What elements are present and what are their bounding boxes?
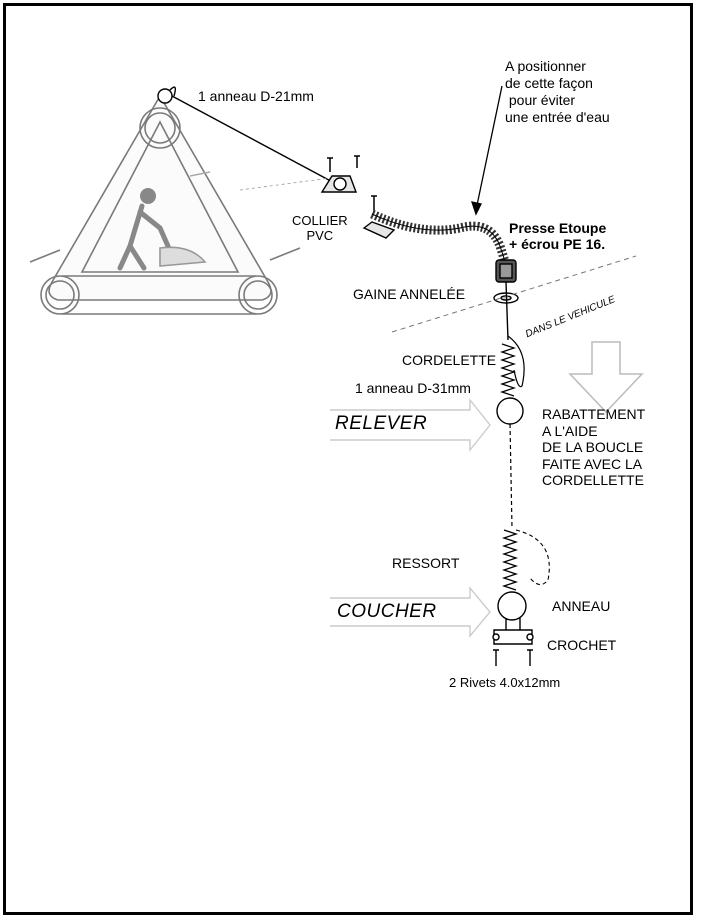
label-presse-etoupe: Presse Etoupe + écrou PE 16. bbox=[509, 220, 607, 252]
dashed-connector bbox=[509, 423, 513, 529]
rivet-icons bbox=[493, 649, 533, 666]
label-rabattement: RABATTEMENT A L'AIDE DE LA BOUCLE FAITE … bbox=[542, 406, 645, 489]
cord-loop bbox=[507, 335, 525, 388]
screw-icons bbox=[327, 155, 377, 212]
corrugated-sheath bbox=[370, 209, 510, 264]
pvc-collar-icon bbox=[320, 175, 396, 239]
label-ressort: RESSORT bbox=[392, 555, 460, 571]
upper-spring-icon bbox=[499, 343, 517, 397]
collier-line: COLLIER bbox=[292, 213, 348, 228]
label-ring-d21: 1 anneau D-21mm bbox=[198, 88, 314, 104]
lower-ring-hook-icon bbox=[492, 591, 534, 645]
label-crochet: CROCHET bbox=[547, 637, 617, 653]
rabattement-line: RABATTEMENT bbox=[542, 406, 646, 422]
positioning-note: A positionner de cette façon pour éviter… bbox=[505, 58, 610, 126]
rabattement-line: DE LA BOUCLE bbox=[542, 439, 644, 455]
label-rivets: 2 Rivets 4.0x12mm bbox=[449, 675, 561, 690]
label-cordelette: CORDELETTE bbox=[402, 352, 497, 368]
ring-d31-icon bbox=[496, 397, 524, 425]
lower-spring-icon bbox=[501, 529, 519, 591]
note-line: A positionner bbox=[505, 58, 586, 74]
rabattement-line: CORDELLETTE bbox=[542, 472, 644, 488]
presse-line: + écrou PE 16. bbox=[509, 235, 606, 252]
label-ring-d31: 1 anneau D-31mm bbox=[355, 380, 471, 396]
rabattement-line: FAITE AVEC LA bbox=[542, 455, 643, 472]
note-line: pour éviter bbox=[505, 92, 576, 108]
relever-arrow bbox=[330, 398, 491, 452]
coucher-arrow bbox=[330, 586, 491, 638]
rabattement-line: A L'AIDE bbox=[542, 422, 598, 439]
note-line: une entrée d'eau bbox=[505, 109, 610, 125]
label-relever: RELEVER bbox=[335, 413, 428, 434]
cable-line bbox=[171, 95, 341, 187]
label-collier: COLLIER PVC bbox=[292, 213, 348, 243]
note-arrow bbox=[471, 85, 503, 216]
collier-line: PVC bbox=[306, 227, 334, 243]
page-frame bbox=[3, 3, 693, 915]
presse-line: Presse Etoupe bbox=[509, 220, 607, 236]
label-anneau: ANNEAU bbox=[552, 598, 611, 614]
down-arrow-icon bbox=[568, 341, 644, 414]
label-gaine-annelee: GAINE ANNELÉE bbox=[353, 286, 466, 302]
roadwork-sign-icon bbox=[29, 94, 301, 315]
lower-loop-dashed bbox=[515, 529, 550, 586]
label-coucher: COUCHER bbox=[337, 601, 437, 622]
ring-d21-icon bbox=[157, 86, 177, 104]
vehicle-boundary-line bbox=[391, 255, 637, 333]
note-line: de cette façon bbox=[505, 75, 593, 91]
